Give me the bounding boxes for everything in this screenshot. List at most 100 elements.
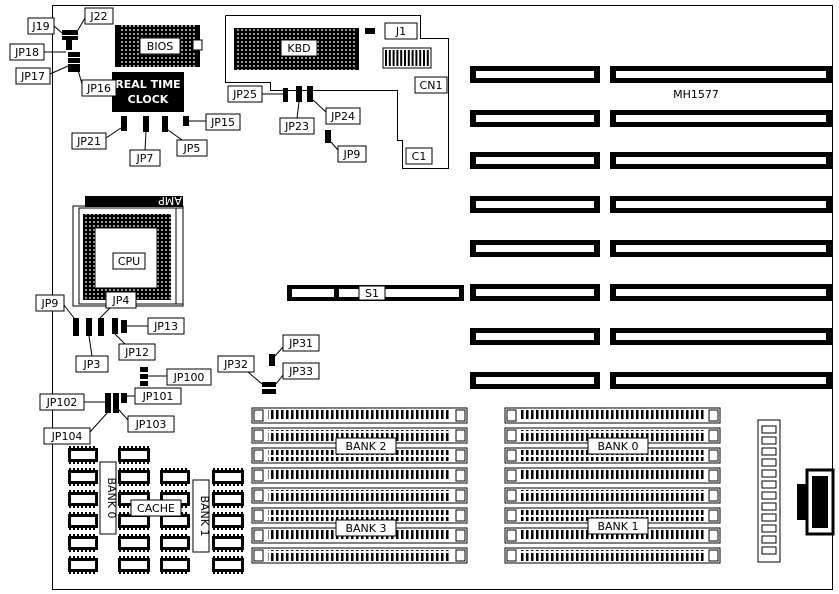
cache-chip-b1-right-2 xyxy=(212,490,244,508)
power-pin xyxy=(761,425,777,434)
cache-chip-right-1 xyxy=(118,446,150,464)
j1-jumper: J1 xyxy=(365,22,418,40)
simm-bank0-1-socket-5 xyxy=(504,487,721,504)
isa-slot-row-6 xyxy=(470,284,832,301)
kbd-jumper-cluster: JP25 JP23 JP24 JP9 xyxy=(227,85,367,163)
cn1-connector: CN1 xyxy=(382,47,448,94)
rtc-chip: REAL TIME CLOCK xyxy=(112,72,184,112)
bios-label: BIOS xyxy=(147,40,173,53)
cn1-pin xyxy=(407,50,410,66)
cn1-pin xyxy=(423,50,425,66)
top-left-jumper-cluster: J19 J22 JP18 JP17 JP16 xyxy=(9,7,117,97)
cache-chip-b1-right-4 xyxy=(212,534,244,552)
jp12-label: JP12 xyxy=(124,346,149,359)
simm-bank2-3-socket-1 xyxy=(251,407,468,424)
simm-bank0-1-socket-7 xyxy=(504,527,721,544)
power-pin xyxy=(761,524,777,533)
bank0-label: BANK 0 xyxy=(597,440,638,453)
c1-connector: C1 xyxy=(405,147,433,165)
simm-bank2-3-socket-5 xyxy=(251,487,468,504)
bank2-label: BANK 2 xyxy=(345,440,386,453)
cache-chip-b1-left-4 xyxy=(160,534,190,552)
simm-slot-group xyxy=(251,407,721,564)
cache-chip-left-6 xyxy=(68,556,98,574)
cache-chip-b1-left-5 xyxy=(160,556,190,574)
bank-labels: BANK 2 BANK 3 BANK 0 BANK 1 xyxy=(335,437,649,537)
power-pin xyxy=(761,480,777,489)
jp9-top-label: JP9 xyxy=(343,148,361,161)
cache-bank0-label: BANK 0 xyxy=(105,477,118,518)
bios-chip: BIOS xyxy=(115,25,203,67)
bank1-label: BANK 1 xyxy=(597,520,638,533)
jp25-label: JP25 xyxy=(232,88,257,101)
rtc-jumper-cluster: JP21 JP7 JP5 JP15 xyxy=(71,113,241,167)
cache-labels: BANK 0 BANK 1 CACHE xyxy=(99,461,211,553)
cache-chip-right-5 xyxy=(118,534,150,552)
cpu-jumper-cluster: JP9 JP4 JP13 JP3 JP12 xyxy=(35,291,185,373)
kbd-label: KBD xyxy=(287,42,310,55)
jp31-label: JP31 xyxy=(288,337,313,350)
simm-bank0-1-socket-1 xyxy=(504,407,721,424)
cn1-pin xyxy=(426,50,429,66)
rtc-label-line2: CLOCK xyxy=(128,93,169,106)
jp21-label: JP21 xyxy=(76,135,101,148)
isa-slot-row-8 xyxy=(470,372,832,389)
s1-slot: S1 xyxy=(287,285,464,301)
isa-slot-group xyxy=(470,66,832,389)
cn1-pin xyxy=(404,50,406,66)
cache-chip-left-5 xyxy=(68,534,98,552)
jp32-label: JP32 xyxy=(223,358,248,371)
isa-slot-row-4 xyxy=(470,196,832,213)
jp33-label: JP33 xyxy=(288,365,313,378)
isa-slot-row-1 xyxy=(470,66,832,83)
c1-label: C1 xyxy=(412,150,427,163)
jp15-label: JP15 xyxy=(210,116,235,129)
cache-chip-b1-left-1 xyxy=(160,468,190,486)
cn1-pin xyxy=(419,50,422,66)
model-label: MH1577 xyxy=(673,88,719,101)
isa-slot-row-3 xyxy=(470,152,832,169)
cache-chip-right-6 xyxy=(118,556,150,574)
power-pin xyxy=(761,513,777,522)
isa-slot-row-5 xyxy=(470,240,832,257)
jp104-label: JP104 xyxy=(51,430,83,443)
s1-label: S1 xyxy=(365,287,379,300)
kbd-area-outline xyxy=(225,15,449,169)
j19-label: J19 xyxy=(31,20,49,33)
keyboard-din-connector xyxy=(797,468,835,536)
j22-label: J22 xyxy=(89,10,107,23)
simm-bank2-3-socket-3 xyxy=(251,447,468,464)
power-pin xyxy=(761,546,777,555)
power-pin xyxy=(761,436,777,445)
cache-chip-left-4 xyxy=(68,512,98,530)
simm-bank2-3-socket-8 xyxy=(251,547,468,564)
jp5-label: JP5 xyxy=(183,142,201,155)
cpu-socket: CPU AMP xyxy=(72,194,184,307)
jp31-33-cluster: JP31 JP32 JP33 xyxy=(217,334,320,394)
power-connector xyxy=(757,419,781,563)
jp103-label: JP103 xyxy=(135,418,167,431)
simm-bank0-1-socket-8 xyxy=(504,547,721,564)
jp101-label: JP101 xyxy=(142,390,174,403)
jp18-label: JP18 xyxy=(14,46,39,59)
power-pin xyxy=(761,458,777,467)
isa-slot-row-2 xyxy=(470,110,832,127)
jp13-label: JP13 xyxy=(153,320,178,333)
jp100-104-cluster: JP100 JP101 JP102 JP103 JP104 xyxy=(39,367,212,445)
cn1-pin xyxy=(388,50,391,66)
cache-chip-left-2 xyxy=(68,468,98,486)
cache-chip-left-1 xyxy=(68,446,98,464)
cn1-pin xyxy=(411,50,414,66)
jp7-label: JP7 xyxy=(136,152,154,165)
cpu-label: CPU xyxy=(118,255,140,268)
simm-bank2-3-socket-4 xyxy=(251,467,468,484)
jp9-mid-label: JP9 xyxy=(41,297,59,310)
power-pin xyxy=(761,535,777,544)
cache-bank1-label: BANK 1 xyxy=(198,495,211,536)
cn1-label: CN1 xyxy=(420,79,443,92)
simm-bank2-3-socket-2 xyxy=(251,427,468,444)
power-pin xyxy=(761,502,777,511)
j1-label: J1 xyxy=(395,25,406,38)
cn1-pin xyxy=(415,50,418,66)
